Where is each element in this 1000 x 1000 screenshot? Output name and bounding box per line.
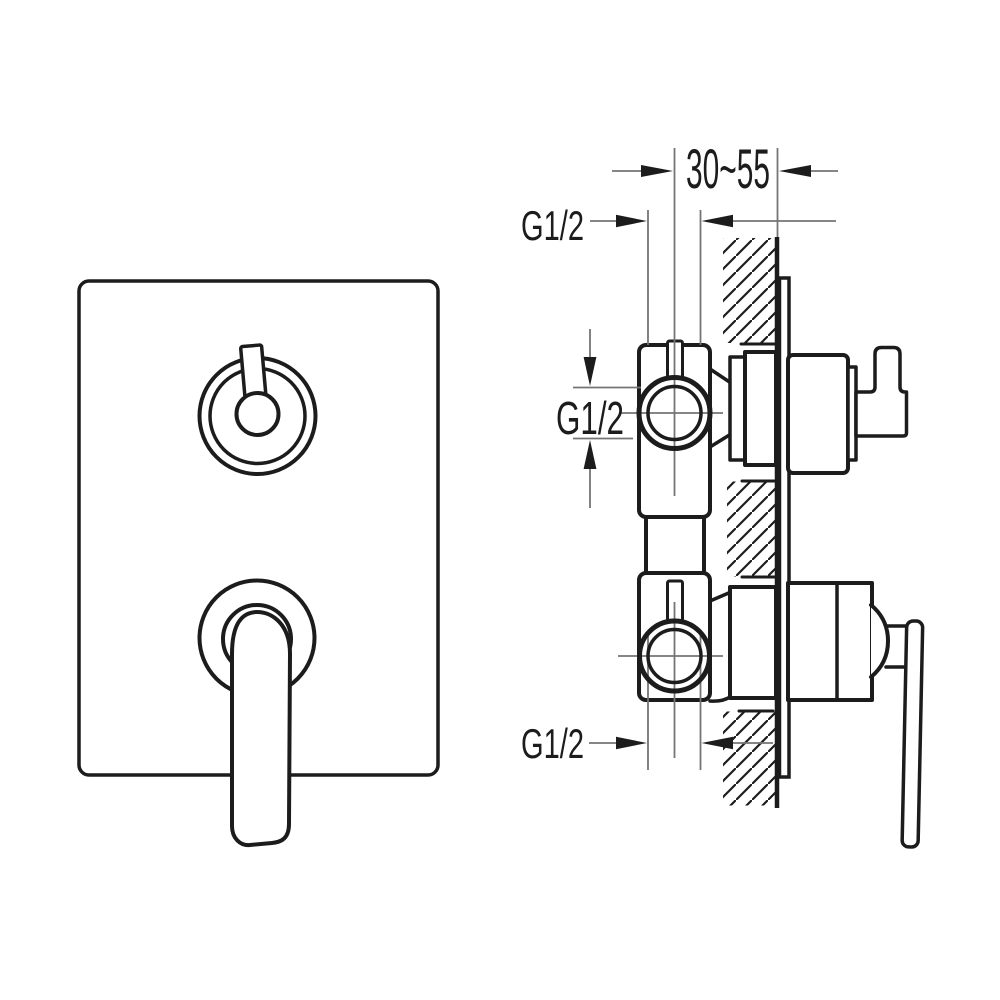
bottom-cartridge [708,585,778,703]
dimension-labels: 30~55 G1/2 G1/2 G1/2 [521,137,770,767]
thread-label-top: G1/2 [521,202,584,249]
mixer-lever-front [197,578,317,848]
top-knob-stem-and-tab [854,345,909,438]
thread-label-bottom: G1/2 [521,720,584,767]
bottom-lever-side [786,581,925,849]
lever-handle-front [230,610,292,848]
wall-hatch-middle [727,481,776,577]
front-view [77,279,440,848]
bottom-port-inner [646,627,703,685]
diverter-knob [197,343,318,476]
connecting-pipe [644,515,706,575]
top-port-inner [646,384,703,442]
side-plate [777,276,791,779]
wall-hatching [723,238,779,806]
inlet-ports [636,375,713,694]
bottom-port-outer [637,618,712,694]
dimension-arrowheads [583,165,811,750]
thread-label-middle: G1/2 [556,392,624,444]
diverter-hub [234,391,281,437]
lever-handle-side [900,619,925,849]
top-knob-side [786,345,909,475]
depth-range-label: 30~55 [686,137,770,200]
top-port-outer [636,375,713,451]
top-knob-base [786,353,850,475]
top-cartridge [708,350,778,467]
side-view: 30~55 G1/2 G1/2 G1/2 [521,137,925,849]
wall-hatch-bottom [723,711,776,806]
wall-hatch-top [723,238,776,343]
bottom-handle-base [786,581,874,702]
